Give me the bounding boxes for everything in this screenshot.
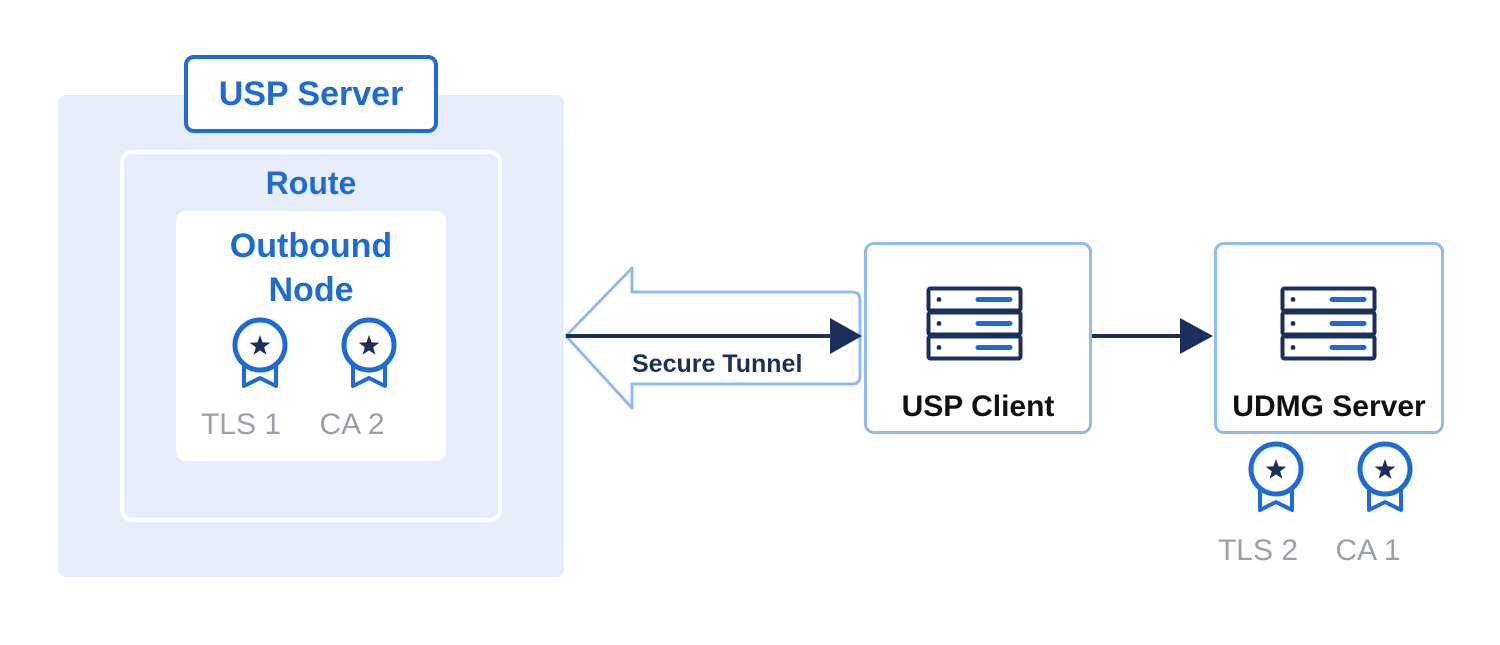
usp-client-label: USP Client — [901, 390, 1055, 423]
server-rack-icon — [926, 286, 1023, 361]
tls-2-certificate-icon — [1248, 441, 1304, 512]
ca-2-label: CA 2 — [319, 408, 385, 441]
tls-1-label: TLS 1 — [200, 408, 282, 441]
server-rack-icon — [1280, 286, 1377, 361]
outbound-node-label-line1: Outbound — [229, 227, 393, 265]
outbound-node-label-line2: Node — [268, 271, 354, 309]
tls-2-label: TLS 2 — [1217, 534, 1299, 567]
ca-2-certificate-icon — [341, 317, 397, 388]
outbound-node-box — [176, 211, 446, 461]
secure-tunnel-label: Secure Tunnel — [632, 350, 803, 378]
ca-1-label: CA 1 — [1335, 534, 1401, 567]
udmg-server-label: UDMG Server — [1232, 390, 1426, 423]
route-container — [120, 150, 502, 522]
usp-server-title: USP Server — [184, 55, 438, 133]
ca-1-certificate-icon — [1357, 441, 1413, 512]
route-label: Route — [265, 165, 357, 201]
outbound-node-label: Outbound Node — [176, 224, 446, 312]
tls-1-certificate-icon — [232, 317, 288, 388]
